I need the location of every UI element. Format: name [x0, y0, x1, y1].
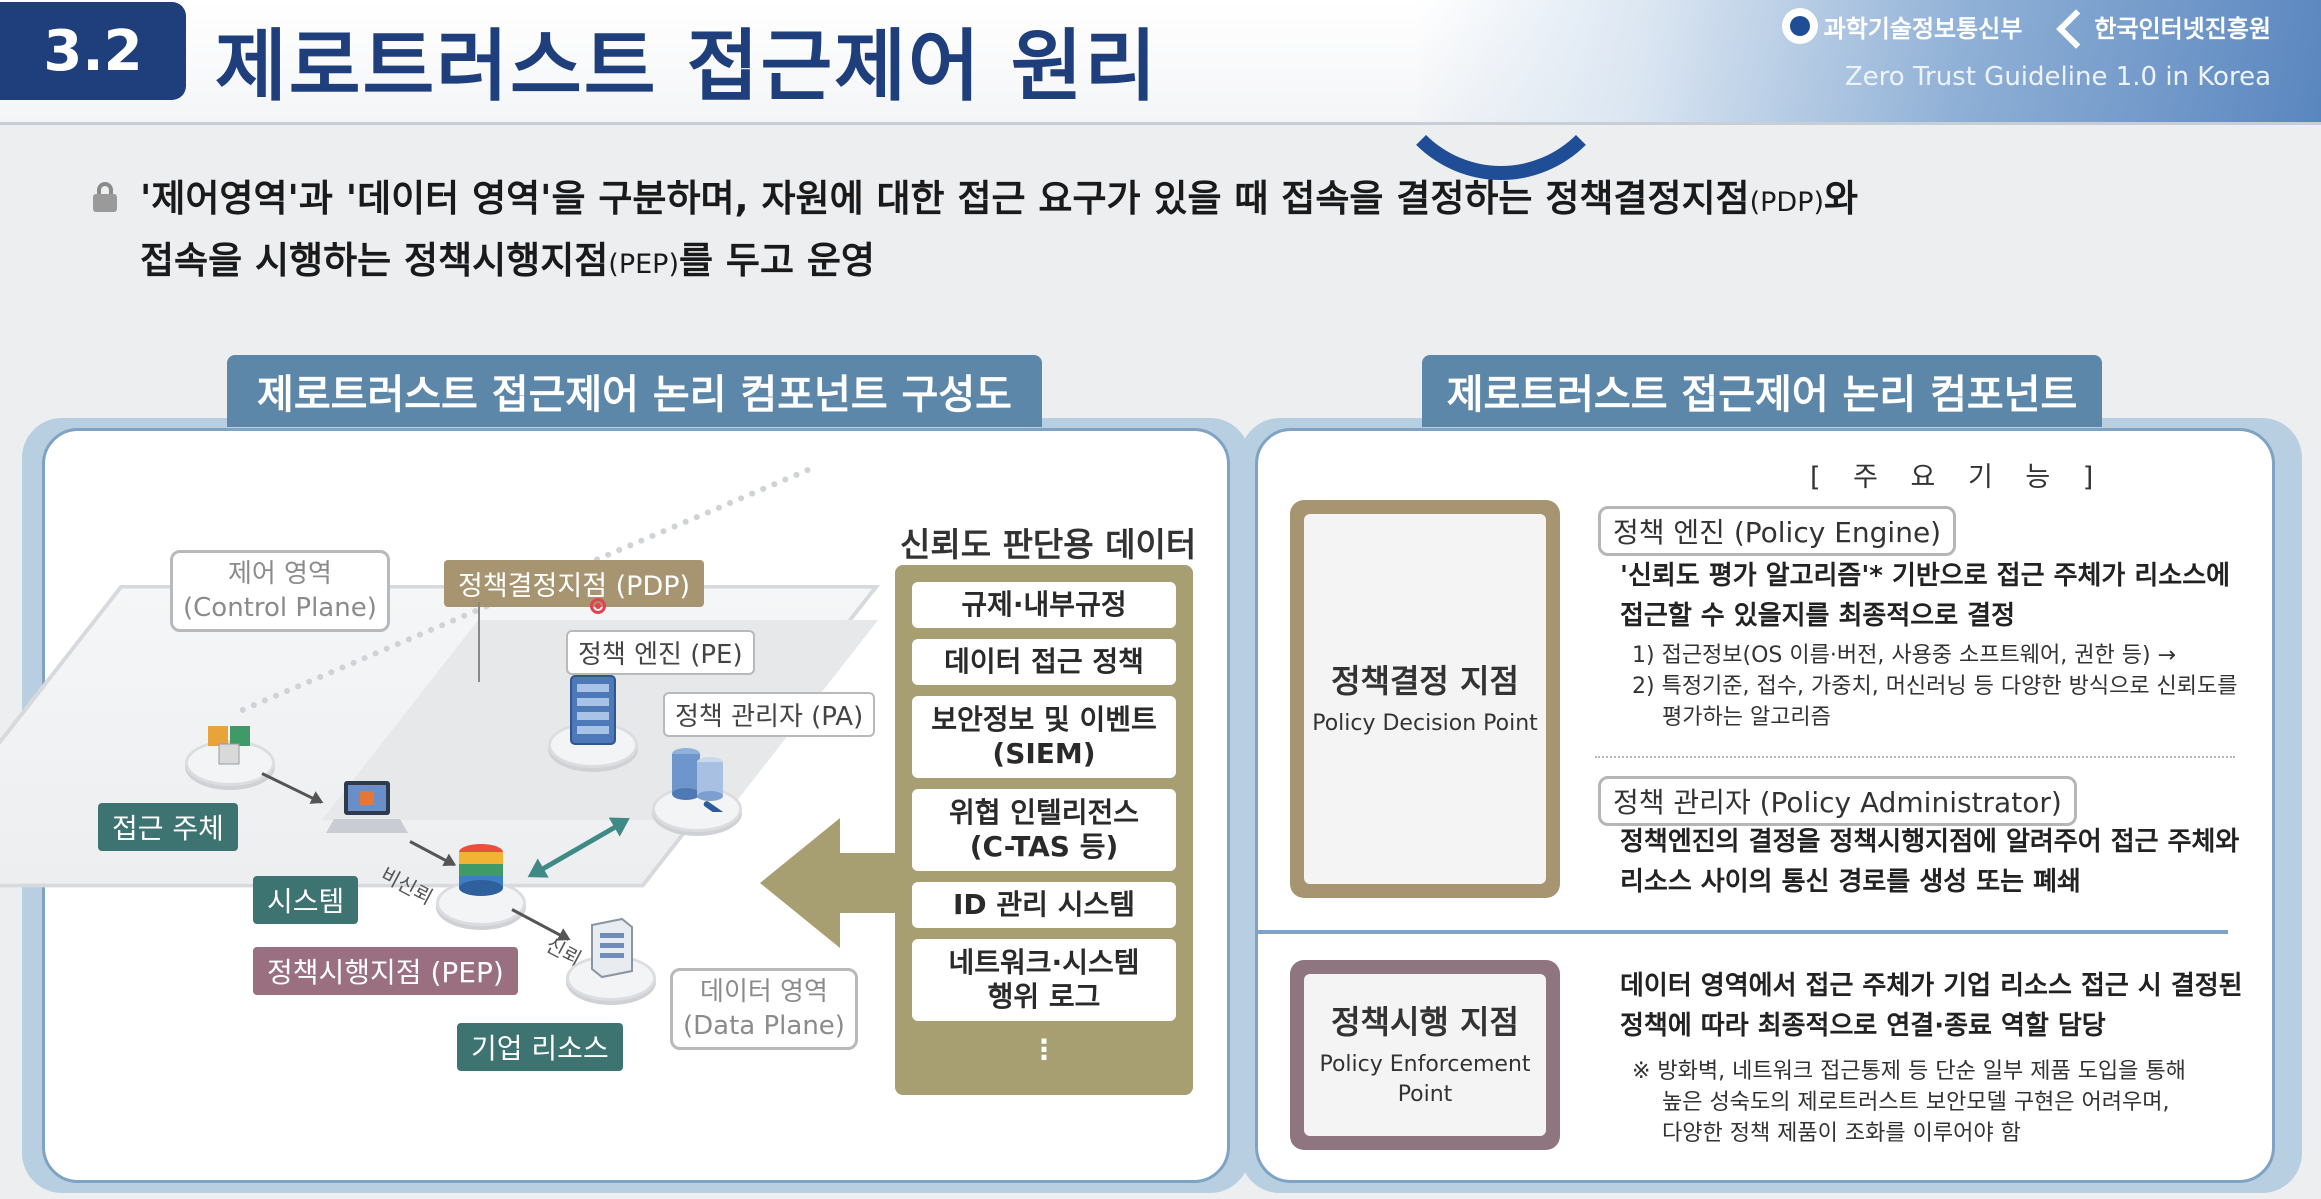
ministry-emblem-icon: [1781, 8, 1818, 44]
pa-desc-line1: 정책엔진의 결정을 정책시행지점에 알려주어 접근 주체와: [1620, 827, 2240, 857]
trust-item-id-management: ID 관리 시스템: [912, 882, 1176, 928]
trust-data-arrow: [760, 818, 910, 948]
pep-note-2: 높은 성숙도의 제로트러스트 보안모델 구현은 어려우며,: [1662, 1090, 2170, 1115]
intro-line1-end: 와: [1824, 177, 1859, 220]
agency-emblem-icon: [2058, 11, 2088, 41]
laptop-icon: [326, 781, 408, 833]
intro-line1: '제어영역'과 '데이터 영역'을 구분하며, 자원에 대한 접근 요구가 있을…: [140, 177, 1750, 220]
trust-data-box: 규제·내부규정 데이터 접근 정책 보안정보 및 이벤트 (SIEM) 위협 인…: [895, 565, 1193, 1095]
pe-desc-line1: '신뢰도 평가 알고리즘'* 기반으로 접근 주체가 리소스에: [1620, 561, 2231, 591]
trust-data-title: 신뢰도 판단용 데이터: [900, 525, 1197, 564]
data-plane-ko: 데이터 영역: [700, 977, 828, 1007]
pep-note-1: ※ 방화벽, 네트워크 접근통제 등 단순 일부 제품 도입을 통해: [1632, 1059, 2186, 1084]
left-panel-tab: 제로트러스트 접근제어 논리 컴포넌트 구성도: [227, 355, 1042, 427]
control-plane-ko: 제어 영역: [227, 559, 332, 589]
control-plane-en: (Control Plane): [183, 593, 377, 623]
resource-server-icon: [591, 917, 633, 979]
trust-more-dots: ⋮: [1030, 1033, 1058, 1066]
pdp-card: 정책결정 지점 Policy Decision Point: [1290, 500, 1560, 898]
pep-gateway-icon: [459, 844, 503, 896]
pe-description: '신뢰도 평가 알고리즘'* 기반으로 접근 주체가 리소스에 접근할 수 있을…: [1620, 556, 2230, 636]
cursor-marker: [590, 598, 606, 614]
pa-description: 정책엔진의 결정을 정책시행지점에 알려주어 접근 주체와 리소스 사이의 통신…: [1620, 822, 2239, 902]
header-divider: [0, 122, 2321, 125]
user-cubes-icon: [208, 726, 250, 765]
intro-line2: 접속을 시행하는 정책시행지점: [140, 239, 609, 282]
pdp-label: 정책결정지점 (PDP): [444, 560, 705, 607]
pep-card: 정책시행 지점 Policy Enforcement Point: [1290, 960, 1560, 1150]
header-bar: 3.2 제로트러스트 접근제어 원리 과학기술정보통신부 한국인터넷진흥원 Ze…: [0, 0, 2321, 180]
pdp-card-subtitle: Policy Decision Point: [1312, 711, 1538, 736]
server-icon: [570, 675, 616, 745]
pep-desc-line2: 정책에 따라 최종적으로 연결·종료 역할 담당: [1620, 1011, 2106, 1041]
trust-item-threat-intel: 위협 인텔리전스 (C-TAS 등): [912, 789, 1176, 871]
pep-desc-line1: 데이터 영역에서 접근 주체가 기업 리소스 접근 시 결정된: [1620, 971, 2243, 1001]
trust-item-siem-line1: 보안정보 및 이벤트: [931, 703, 1157, 736]
pe-note-2b: 평가하는 알고리즘: [1662, 705, 1831, 730]
ministry-logo-text: 과학기술정보통신부: [1823, 14, 2023, 43]
header-arc-decoration: [1381, 0, 1621, 180]
pep-label: 정책시행지점 (PEP): [253, 947, 518, 995]
agency-logo-text: 한국인터넷진흥원: [2094, 14, 2271, 43]
pep-card-title: 정책시행 지점: [1331, 1003, 1519, 1041]
pep-note-3: 다양한 정책 제품이 조화를 이루어야 함: [1662, 1121, 2021, 1146]
function-divider: [1595, 756, 2235, 758]
pe-tag: 정책 엔진 (Policy Engine): [1598, 506, 1957, 556]
intro-text: '제어영역'과 '데이터 영역'을 구분하며, 자원에 대한 접근 요구가 있을…: [95, 170, 2195, 294]
header-tagline: Zero Trust Guideline 1.0 in Korea: [1844, 62, 2271, 92]
section-divider: [1258, 930, 2228, 934]
intro-line2-end: 를 두고 운영: [679, 239, 875, 282]
pa-label: 정책 관리자 (PA): [663, 692, 876, 737]
ministry-logo: 과학기술정보통신부: [1781, 8, 2023, 44]
pep-card-subtitle-1: Policy Enforcement: [1319, 1052, 1531, 1077]
lock-icon: [93, 182, 117, 212]
pdp-card-title: 정책결정 지점: [1331, 662, 1519, 700]
pep-description: 데이터 영역에서 접근 주체가 기업 리소스 접근 시 결정된 정책에 따라 최…: [1620, 966, 2243, 1046]
pe-notes: 1) 접근정보(OS 이름·버전, 사용중 소프트웨어, 권한 등) → 2) …: [1632, 640, 2238, 733]
pep-card-subtitle-2: Point: [1397, 1082, 1453, 1107]
trust-item-siem: 보안정보 및 이벤트 (SIEM): [912, 696, 1176, 778]
intro-pdp-abbr: (PDP): [1749, 187, 1825, 218]
intro-pep-abbr: (PEP): [608, 249, 679, 280]
pe-label: 정책 엔진 (PE): [566, 630, 755, 675]
intro-bullet: '제어영역'과 '데이터 영역'을 구분하며, 자원에 대한 접근 요구가 있을…: [93, 170, 2195, 294]
pa-desc-line2: 리소스 사이의 통신 경로를 생성 또는 폐쇄: [1620, 867, 2081, 897]
trust-item-behavior-log: 네트워크·시스템 행위 로그: [912, 939, 1176, 1021]
trust-item-threat-line2: (C-TAS 등): [969, 830, 1119, 863]
right-panel-tab: 제로트러스트 접근제어 논리 컴포넌트: [1422, 355, 2102, 427]
trust-item-siem-line2: (SIEM): [992, 737, 1096, 770]
page-title: 제로트러스트 접근제어 원리: [215, 22, 1159, 112]
data-plane-en: (Data Plane): [683, 1011, 845, 1041]
resource-label: 기업 리소스: [457, 1023, 623, 1071]
pe-note-1: 1) 접근정보(OS 이름·버전, 사용중 소프트웨어, 권한 등) →: [1632, 643, 2176, 668]
data-plane-label: 데이터 영역 (Data Plane): [670, 968, 858, 1050]
agency-logo: 한국인터넷진흥원: [2058, 9, 2271, 44]
pe-note-2a: 2) 특정기준, 접수, 가중치, 머신러닝 등 다양한 방식으로 신뢰도를: [1632, 674, 2238, 699]
section-number-badge: 3.2: [0, 2, 186, 100]
pep-notes: ※ 방화벽, 네트워크 접근통제 등 단순 일부 제품 도입을 통해 높은 성숙…: [1632, 1056, 2186, 1149]
main-functions-heading: [ 주 요 기 능 ]: [1810, 462, 2106, 493]
trust-item-log-line2: 행위 로그: [987, 980, 1101, 1013]
pa-tag: 정책 관리자 (Policy Administrator): [1598, 776, 2077, 826]
subject-label: 접근 주체: [98, 803, 238, 851]
trust-item-access-policy: 데이터 접근 정책: [912, 639, 1176, 685]
pe-desc-line2: 접근할 수 있을지를 최종적으로 결정: [1620, 601, 2016, 631]
pdp-leader-line: [478, 602, 480, 682]
trust-item-log-line1: 네트워크·시스템: [948, 946, 1140, 979]
database-admin-icon: [672, 748, 727, 812]
logo-group: 과학기술정보통신부 한국인터넷진흥원: [1781, 8, 2271, 44]
pep-node-base: [436, 880, 526, 926]
system-label: 시스템: [253, 876, 359, 924]
trust-item-threat-line1: 위협 인텔리전스: [948, 796, 1140, 829]
trust-item-regulation: 규제·내부규정: [912, 582, 1176, 628]
control-plane-label: 제어 영역 (Control Plane): [170, 550, 390, 632]
